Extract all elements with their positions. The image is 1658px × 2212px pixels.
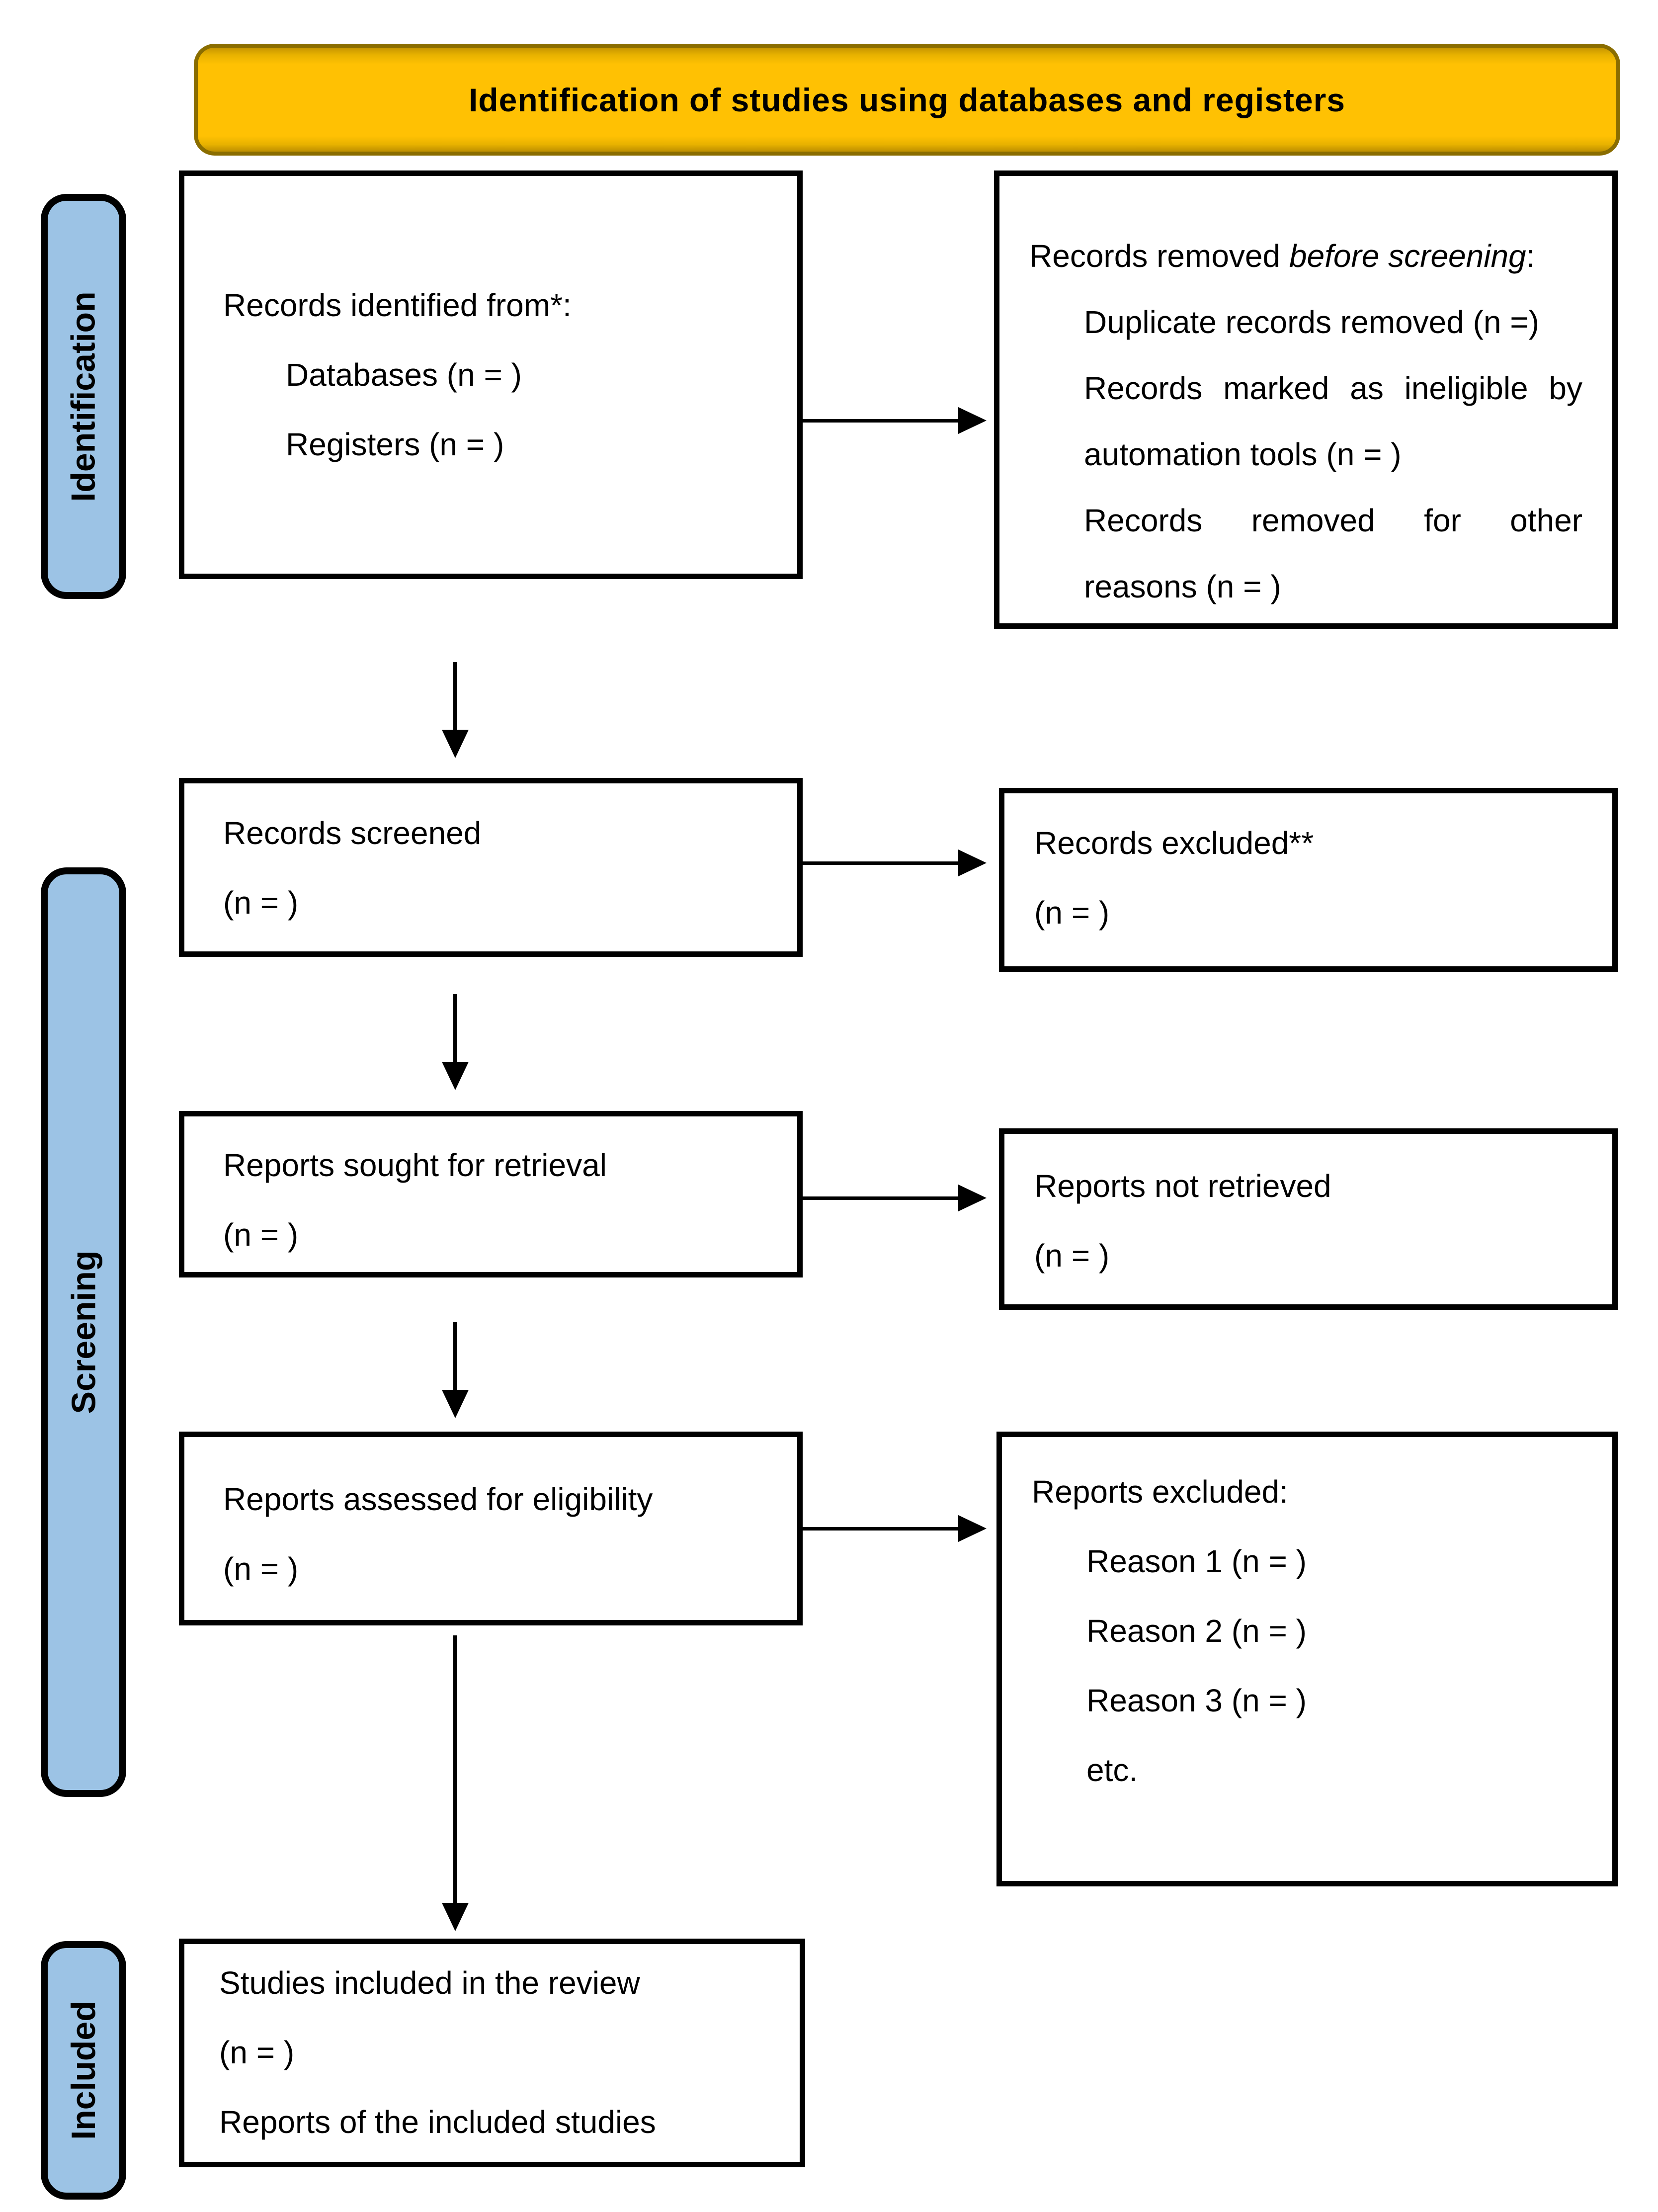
arrow-screened-to-excluded-stem	[799, 861, 959, 865]
records-removed-title-italic: before screening	[1289, 238, 1526, 274]
box-records-excluded: Records excluded** (n = )	[999, 788, 1618, 972]
reports-excluded-reason-2: Reason 2 (n = )	[1086, 1613, 1307, 1649]
box-studies-included: Studies included in the review (n = ) Re…	[179, 1939, 805, 2167]
arrow-assessed-to-excluded-head	[958, 1515, 987, 1542]
arrow-identified-to-screened-head	[442, 730, 469, 758]
stage-identification: Identification	[41, 194, 126, 599]
box-records-removed: Records removed before screening: Duplic…	[994, 170, 1618, 629]
reports-assessed-line2: (n = )	[223, 1551, 299, 1587]
box-reports-excluded: Reports excluded: Reason 1 (n = ) Reason…	[996, 1432, 1618, 1886]
reports-excluded-reason-3: Reason 3 (n = )	[1086, 1683, 1307, 1718]
reports-sought-line1: Reports sought for retrieval	[223, 1147, 607, 1183]
box-reports-sought: Reports sought for retrieval (n = )	[179, 1111, 803, 1277]
reports-excluded-etc: etc.	[1086, 1752, 1138, 1788]
arrow-identified-to-screened-stem	[453, 662, 457, 730]
studies-included-line2: (n = )	[219, 2035, 295, 2070]
records-removed-item-other: Records removed for other reasons (n = )	[1084, 503, 1582, 604]
stage-identification-label: Identification	[65, 291, 103, 502]
arrow-assessed-to-excluded-stem	[799, 1527, 959, 1531]
stage-screening: Screening	[41, 867, 126, 1797]
reports-sought-line2: (n = )	[223, 1217, 299, 1253]
records-removed-title-colon: :	[1526, 238, 1535, 274]
box-records-identified: Records identified from*: Databases (n =…	[179, 170, 803, 579]
records-excluded-line1: Records excluded**	[1034, 825, 1314, 861]
studies-included-line3: Reports of the included studies	[219, 2104, 656, 2140]
arrow-sought-to-assessed-stem	[453, 1322, 457, 1390]
reports-excluded-reason-1: Reason 1 (n = )	[1086, 1543, 1307, 1579]
arrow-assessed-to-included-stem	[453, 1635, 457, 1904]
reports-not-retrieved-line2: (n = )	[1034, 1238, 1110, 1274]
arrow-screened-to-sought-head	[442, 1062, 469, 1090]
stage-included: Included	[41, 1941, 126, 2200]
arrow-assessed-to-included-head	[442, 1903, 469, 1931]
box-reports-excluded-title: Reports excluded:	[1032, 1474, 1288, 1510]
arrow-identified-to-removed-stem	[803, 419, 959, 423]
arrow-identified-to-removed-head	[958, 407, 987, 434]
box-records-screened: Records screened (n = )	[179, 778, 803, 957]
stage-screening-label: Screening	[65, 1250, 102, 1414]
box-reports-not-retrieved: Reports not retrieved (n = )	[999, 1128, 1618, 1310]
arrow-sought-to-assessed-head	[442, 1390, 469, 1418]
reports-assessed-line1: Reports assessed for eligibility	[223, 1481, 653, 1517]
stage-included-label: Included	[65, 2001, 103, 2140]
records-screened-line2: (n = )	[223, 885, 299, 921]
banner-title: Identification of studies using database…	[194, 44, 1620, 156]
records-removed-item-duplicates: Duplicate records removed (n =)	[1084, 304, 1539, 340]
studies-included-line1: Studies included in the review	[219, 1965, 640, 2001]
records-identified-item-registers: Registers (n = )	[286, 426, 504, 462]
arrow-sought-to-notretrieved-stem	[799, 1196, 959, 1200]
box-reports-assessed: Reports assessed for eligibility (n = )	[179, 1432, 803, 1625]
reports-not-retrieved-line1: Reports not retrieved	[1034, 1168, 1331, 1204]
records-identified-item-databases: Databases (n = )	[286, 357, 522, 393]
records-screened-line1: Records screened	[223, 815, 482, 851]
box-records-identified-title: Records identified from*:	[223, 287, 572, 323]
box-records-removed-title: Records removed before screening:	[1029, 223, 1582, 289]
arrow-screened-to-sought-stem	[453, 994, 457, 1062]
records-excluded-line2: (n = )	[1034, 895, 1110, 931]
records-removed-title-prefix: Records removed	[1029, 238, 1289, 274]
records-removed-item-automation: Records marked as ineligible by automati…	[1084, 370, 1582, 472]
arrow-screened-to-excluded-head	[958, 850, 987, 876]
arrow-sought-to-notretrieved-head	[958, 1185, 987, 1211]
